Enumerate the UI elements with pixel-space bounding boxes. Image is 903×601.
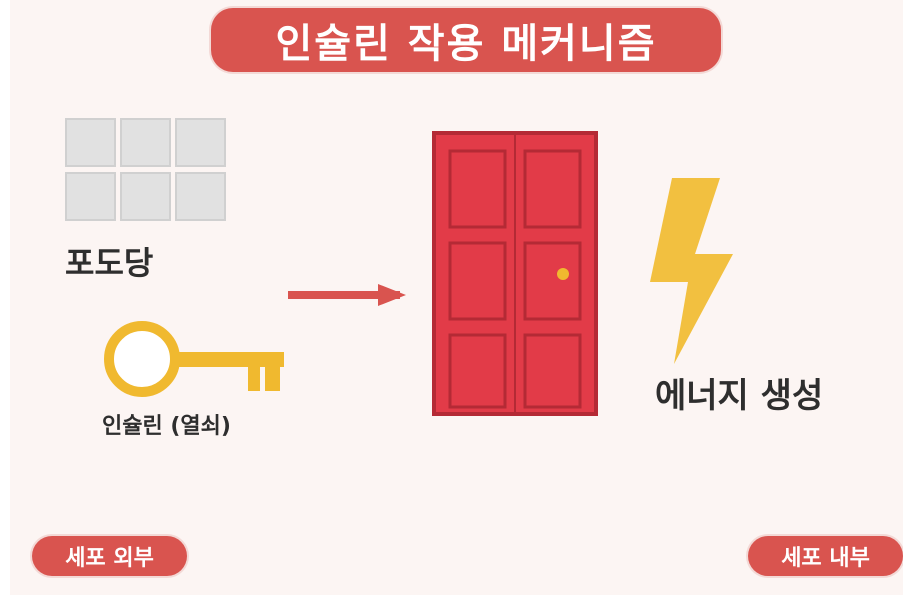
diagram-canvas: 인슐린 작용 메커니즘 포도당 인슐린 (열쇠) <box>10 0 903 595</box>
key-icon <box>104 321 284 397</box>
insulin-label: 인슐린 (열쇠) <box>102 414 231 439</box>
lightning-icon <box>650 178 733 364</box>
glucose-grid-icon <box>65 118 226 221</box>
arrow-right-icon <box>288 284 406 306</box>
page-title: 인슐린 작용 메커니즘 <box>211 8 721 72</box>
door-icon <box>432 131 598 416</box>
cell-inside-badge: 세포 내부 <box>748 536 903 576</box>
energy-label: 에너지 생성 <box>655 376 824 416</box>
cell-outside-badge: 세포 외부 <box>32 536 187 576</box>
glucose-label: 포도당 <box>65 244 154 282</box>
